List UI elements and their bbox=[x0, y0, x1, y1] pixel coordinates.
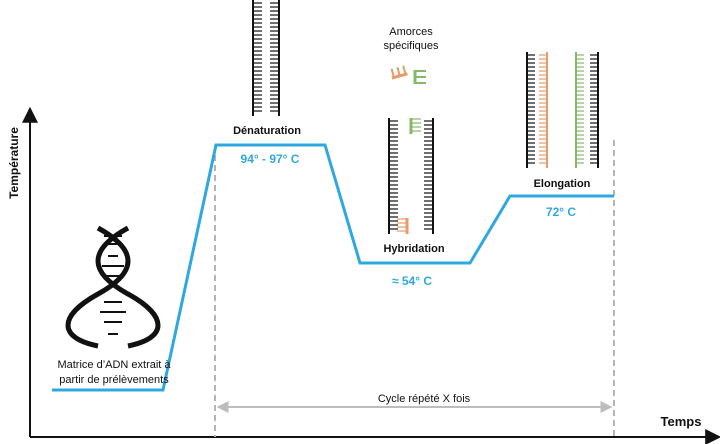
denaturation-label: Dénaturation bbox=[233, 125, 301, 137]
template-label-line1: Matrice d’ADN extrait à bbox=[57, 359, 171, 371]
template-label-line2: partir de prélèvements bbox=[59, 374, 169, 386]
y-axis-label: Température bbox=[7, 127, 21, 199]
denatured-dna-icon bbox=[253, 0, 279, 116]
elongation-temperature: 72° C bbox=[546, 205, 576, 219]
denaturation-temperature: 94° - 97° C bbox=[241, 152, 300, 166]
cycle-label: Cycle répété X fois bbox=[378, 393, 471, 405]
elongation-label: Elongation bbox=[534, 178, 591, 190]
primers-label-line2: spécifiques bbox=[383, 40, 439, 52]
dna-helix-icon bbox=[68, 228, 158, 346]
primers-label-line1: Amorces bbox=[389, 26, 433, 38]
orange-primer-icon bbox=[390, 65, 408, 78]
elongated-dna-icon bbox=[527, 52, 598, 168]
hybridation-label: Hybridation bbox=[383, 243, 444, 255]
green-primer-icon bbox=[415, 70, 426, 84]
temperature-curve bbox=[52, 145, 614, 390]
hybridized-dna-icon bbox=[389, 118, 433, 234]
hybridation-temperature: ≈ 54° C bbox=[392, 274, 432, 288]
x-axis-label: Temps bbox=[661, 414, 702, 429]
